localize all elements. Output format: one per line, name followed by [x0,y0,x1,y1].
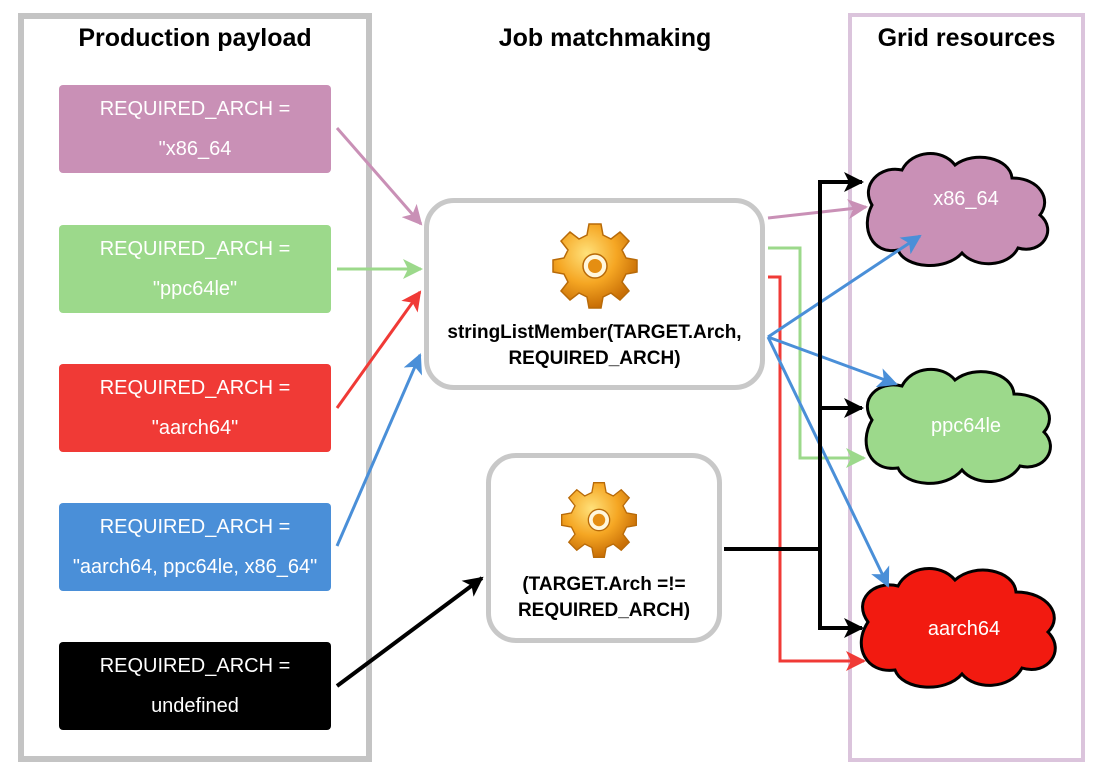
matcher-expression: stringListMember(TARGET.Arch, REQUIRED_A… [429,320,760,372]
payload-box-x86-64: REQUIRED_ARCH = "x86_64 [59,85,331,173]
grid-resources-panel [848,13,1085,762]
edge-undefined-to-x86-64 [724,172,864,551]
matcher-expression: (TARGET.Arch =!= REQUIRED_ARCH) [491,572,717,624]
payload-label: REQUIRED_ARCH = [99,377,291,399]
resource-label-aarch64: aarch64 [927,618,1001,640]
payload-box-aarch64: REQUIRED_ARCH = "aarch64" [59,364,331,452]
resource-label-ppc64le: ppc64le [930,415,1002,437]
edge-multi-to-ppc64le [767,335,898,388]
edge-multi-to-x86-64 [767,234,922,339]
payload-value: "aarch64" [151,417,239,439]
string-list-member-matcher: stringListMember(TARGET.Arch, REQUIRED_A… [424,198,765,390]
matcher-expression-line1: stringListMember(TARGET.Arch, [447,322,742,343]
cloud-aarch64 [859,567,1057,689]
cloud-shape [864,367,1052,485]
cloud-shape [859,567,1057,689]
payload-label: REQUIRED_ARCH = [99,516,291,538]
undefined-arch-matcher: (TARGET.Arch =!= REQUIRED_ARCH) [486,453,722,643]
grid-resources-heading: Grid resources [877,24,1056,52]
gear-icon [561,482,637,558]
payload-value: undefined [151,695,239,717]
edge-x86-64-to-matcher [335,127,423,226]
edge-matcher-to-ppc64le [768,246,866,468]
job-matchmaking-heading: Job matchmaking [498,24,712,52]
gear-icon [552,223,638,309]
payload-box-multi-arch: REQUIRED_ARCH = "aarch64, ppc64le, x86_6… [59,503,331,591]
edge-undefined-to-aarch64 [818,549,864,638]
matcher-expression-line2: REQUIRED_ARCH) [508,348,681,369]
payload-label: REQUIRED_ARCH = [99,238,291,260]
payload-label: REQUIRED_ARCH = [99,655,291,677]
payload-box-ppc64le: REQUIRED_ARCH = "ppc64le" [59,225,331,313]
edge-multi-to-matcher [335,353,422,547]
edge-multi-to-aarch64 [766,336,890,588]
matcher-expression-line1: (TARGET.Arch =!= [522,574,686,595]
payload-value: "x86_64 [158,138,232,160]
production-payload-heading: Production payload [78,24,312,52]
matcher-expression-line2: REQUIRED_ARCH) [517,600,691,621]
edge-matcher-to-aarch64 [768,275,866,671]
payload-box-undefined: REQUIRED_ARCH = undefined [59,642,331,730]
resource-label-x86-64: x86_64 [933,188,999,210]
production-payload-panel [18,13,372,762]
edge-undefined-to-matcher [335,576,484,688]
edge-matcher-to-x86-64 [767,199,868,220]
edge-aarch64-to-matcher [335,290,422,409]
payload-value: "ppc64le" [152,278,238,300]
payload-value: "aarch64, ppc64le, x86_64" [72,556,318,578]
payload-label: REQUIRED_ARCH = [99,98,291,120]
cloud-ppc64le [864,367,1052,485]
